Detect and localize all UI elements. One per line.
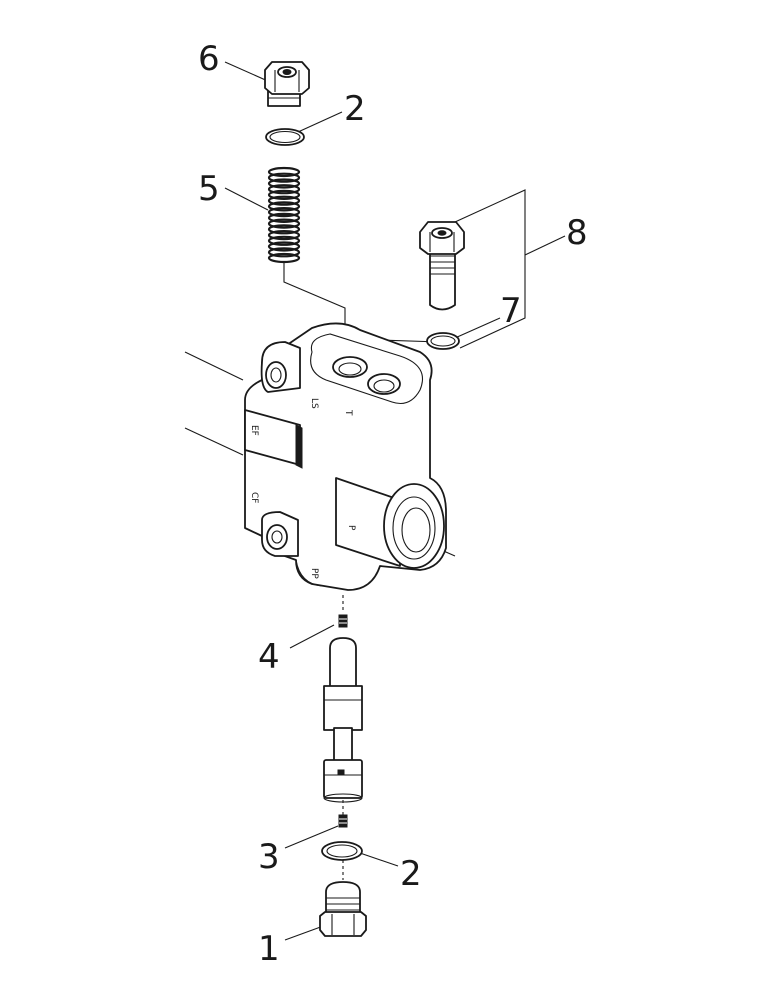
spring-coil bbox=[267, 230, 301, 241]
leader-2-top bbox=[297, 111, 343, 133]
spring-coil bbox=[267, 235, 301, 246]
port-mark-t: T bbox=[343, 409, 353, 416]
port-mark-pp: PP bbox=[309, 568, 319, 579]
callout-6: 6 bbox=[198, 39, 220, 79]
port-mark-cf: CF bbox=[249, 492, 259, 503]
spring-coil bbox=[267, 201, 301, 212]
port-mark-ef: EF bbox=[249, 425, 259, 436]
part-3-screw bbox=[338, 814, 348, 828]
leader-6 bbox=[224, 61, 271, 83]
extension-top bbox=[184, 351, 244, 381]
callout-1: 1 bbox=[258, 929, 280, 969]
leader-3 bbox=[284, 825, 339, 849]
spring-coil bbox=[267, 212, 301, 223]
part-4-screw bbox=[338, 614, 348, 628]
spring-coil bbox=[267, 184, 301, 195]
callout-8: 8 bbox=[566, 213, 588, 253]
callout-5: 5 bbox=[198, 169, 220, 209]
spring-coil bbox=[267, 166, 301, 178]
leader-8-bracket bbox=[454, 189, 526, 349]
callout-3: 3 bbox=[258, 837, 280, 877]
leader-7 bbox=[454, 317, 501, 339]
leader-2-bottom bbox=[356, 851, 399, 867]
leader-8 bbox=[524, 235, 566, 256]
part-6-hex-plug bbox=[264, 61, 310, 107]
spring-coil bbox=[267, 224, 301, 235]
spring-coil bbox=[267, 172, 301, 183]
callout-4: 4 bbox=[258, 637, 280, 677]
leader-lines bbox=[184, 61, 566, 941]
port-mark-ls: LS bbox=[309, 398, 319, 409]
valve-body: LS T EF CF P PP bbox=[244, 322, 447, 591]
spring-coil bbox=[267, 178, 301, 189]
callout-2-bottom: 2 bbox=[400, 854, 422, 894]
spring-coil bbox=[267, 247, 301, 258]
spring-coil bbox=[267, 207, 301, 218]
spring-coil bbox=[267, 241, 301, 252]
spring-coil bbox=[267, 189, 301, 200]
part-5-spring bbox=[267, 166, 301, 264]
part-2-o-ring-bottom bbox=[321, 841, 363, 861]
port-mark-p: P bbox=[346, 525, 356, 531]
callout-7: 7 bbox=[500, 291, 522, 331]
part-2-o-ring-top bbox=[265, 128, 305, 146]
part-8-cartridge bbox=[419, 221, 465, 311]
leader-5 bbox=[224, 187, 269, 211]
spring-coil bbox=[267, 195, 301, 206]
spring-coil bbox=[267, 218, 301, 229]
part-7-o-ring bbox=[426, 332, 460, 350]
callout-2-top: 2 bbox=[344, 89, 366, 129]
extension-bottom bbox=[184, 427, 244, 456]
part-1-hex-plug bbox=[319, 881, 367, 937]
spring-coil bbox=[267, 252, 301, 264]
leader-4 bbox=[289, 624, 335, 649]
callout-labels: 6 2 5 8 7 4 3 2 1 bbox=[198, 39, 588, 969]
spool bbox=[323, 637, 363, 803]
